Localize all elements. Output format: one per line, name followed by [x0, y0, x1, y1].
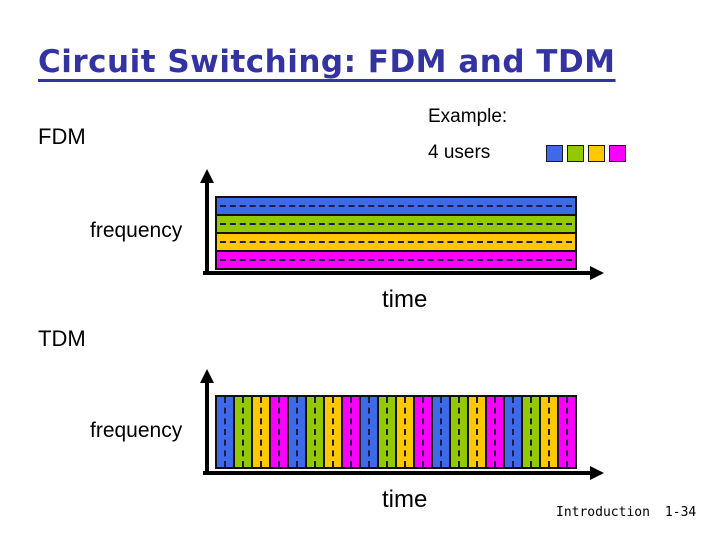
tdm-slot-yellow	[539, 397, 557, 467]
fdm-band-green	[217, 214, 575, 232]
tdm-slot-green	[233, 397, 251, 467]
slide-footer: Introduction 1-34	[556, 505, 696, 520]
tdm-slot-center-dashed-line	[296, 397, 298, 467]
fdm-band-yellow	[217, 232, 575, 250]
tdm-slot-green	[449, 397, 467, 467]
tdm-slot-box	[215, 395, 577, 469]
tdm-slot-yellow	[467, 397, 485, 467]
tdm-slot-center-dashed-line	[548, 397, 550, 467]
tdm-slot-center-dashed-line	[530, 397, 532, 467]
fdm-band-magenta	[217, 250, 575, 268]
fdm-x-axis-arrowhead-icon	[590, 266, 604, 280]
footer-section-label: Introduction	[556, 505, 650, 520]
tdm-slot-center-dashed-line	[242, 397, 244, 467]
fdm-y-axis-arrowhead-icon	[200, 169, 214, 183]
tdm-slot-center-dashed-line	[458, 397, 460, 467]
tdm-slot-blue	[503, 397, 521, 467]
tdm-y-axis-arrowhead-icon	[200, 369, 214, 383]
tdm-slot-center-dashed-line	[386, 397, 388, 467]
fdm-band-center-dashed-line	[220, 259, 572, 261]
tdm-slot-center-dashed-line	[476, 397, 478, 467]
tdm-slot-blue	[287, 397, 305, 467]
user-swatch-green	[567, 145, 584, 162]
tdm-slot-center-dashed-line	[368, 397, 370, 467]
tdm-slot-yellow	[395, 397, 413, 467]
user-swatch-yellow	[588, 145, 605, 162]
tdm-slot-center-dashed-line	[350, 397, 352, 467]
fdm-band-center-dashed-line	[220, 223, 572, 225]
tdm-slot-center-dashed-line	[422, 397, 424, 467]
tdm-slot-magenta	[557, 397, 575, 467]
example-heading: Example:	[428, 106, 508, 127]
tdm-slot-magenta	[413, 397, 431, 467]
fdm-band-center-dashed-line	[220, 205, 572, 207]
fdm-band-blue	[217, 198, 575, 214]
tdm-slot-green	[305, 397, 323, 467]
tdm-slot-yellow	[251, 397, 269, 467]
fdm-band-box	[215, 196, 577, 270]
tdm-slot-center-dashed-line	[494, 397, 496, 467]
fdm-x-axis	[203, 271, 592, 275]
tdm-slot-yellow	[323, 397, 341, 467]
user-legend	[546, 145, 626, 162]
slide-title: Circuit Switching: FDM and TDM	[38, 44, 616, 80]
tdm-x-axis-arrowhead-icon	[590, 466, 604, 480]
tdm-slot-center-dashed-line	[278, 397, 280, 467]
tdm-slot-center-dashed-line	[512, 397, 514, 467]
tdm-slot-blue	[431, 397, 449, 467]
tdm-slot-green	[377, 397, 395, 467]
tdm-slot-magenta	[485, 397, 503, 467]
tdm-slot-blue	[217, 397, 233, 467]
fdm-x-axis-label: time	[382, 286, 428, 313]
fdm-section-label: FDM	[38, 124, 86, 149]
tdm-slot-center-dashed-line	[404, 397, 406, 467]
fdm-band-center-dashed-line	[220, 241, 572, 243]
footer-page-number: 1-34	[664, 505, 697, 520]
tdm-section-label: TDM	[38, 326, 86, 351]
tdm-slot-center-dashed-line	[260, 397, 262, 467]
tdm-slot-center-dashed-line	[314, 397, 316, 467]
tdm-slot-center-dashed-line	[566, 397, 568, 467]
users-count-label: 4 users	[428, 142, 491, 163]
tdm-slot-magenta	[341, 397, 359, 467]
user-swatch-magenta	[609, 145, 626, 162]
tdm-x-axis	[203, 471, 592, 475]
user-swatch-blue	[546, 145, 563, 162]
tdm-slot-magenta	[269, 397, 287, 467]
fdm-y-axis	[205, 182, 209, 275]
tdm-slot-center-dashed-line	[332, 397, 334, 467]
tdm-slot-center-dashed-line	[440, 397, 442, 467]
fdm-y-axis-label: frequency	[90, 219, 183, 242]
tdm-y-axis	[205, 382, 209, 475]
tdm-x-axis-label: time	[382, 486, 428, 513]
tdm-slot-green	[521, 397, 539, 467]
tdm-y-axis-label: frequency	[90, 419, 183, 442]
tdm-slot-blue	[359, 397, 377, 467]
tdm-slot-center-dashed-line	[224, 397, 226, 467]
